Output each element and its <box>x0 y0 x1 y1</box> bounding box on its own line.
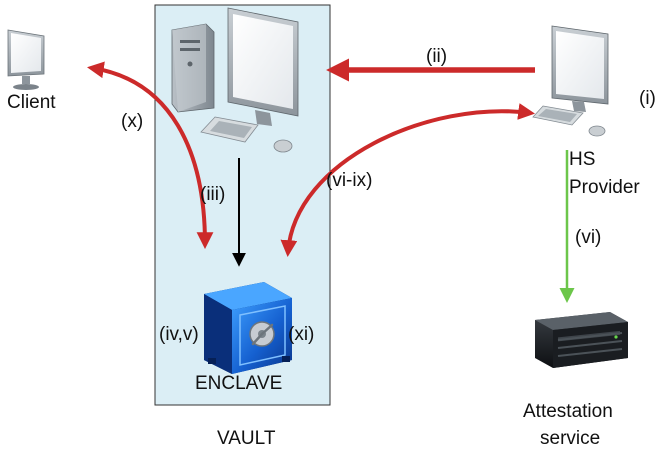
step-iv-v-label: (iv,v) <box>159 324 199 345</box>
desktop-computer-icon <box>532 25 609 137</box>
rack-server-icon <box>535 312 628 368</box>
hs-provider-label-line2: Provider <box>569 177 640 198</box>
hs-provider-label-line1: HS <box>569 149 595 170</box>
step-iii-label: (iii) <box>200 184 225 205</box>
blue-safe-icon <box>204 282 292 374</box>
step-vi-ix-label: (vi-ix) <box>326 170 372 191</box>
step-vi-label: (vi) <box>575 227 601 248</box>
step-ii-label: (ii) <box>426 46 447 67</box>
attestation-label-line2: service <box>540 428 600 449</box>
step-xi-label: (xi) <box>288 324 314 345</box>
arrow-x <box>87 61 214 250</box>
step-x-label: (x) <box>121 111 143 132</box>
attestation-label-line1: Attestation <box>523 401 613 422</box>
arrow-vi-ix <box>280 103 535 258</box>
step-i-label: (i) <box>639 88 656 109</box>
enclave-label: ENCLAVE <box>195 373 282 394</box>
vault-label: VAULT <box>217 428 276 449</box>
desktop-monitor-icon <box>7 29 45 90</box>
client-label: Client <box>7 92 56 113</box>
